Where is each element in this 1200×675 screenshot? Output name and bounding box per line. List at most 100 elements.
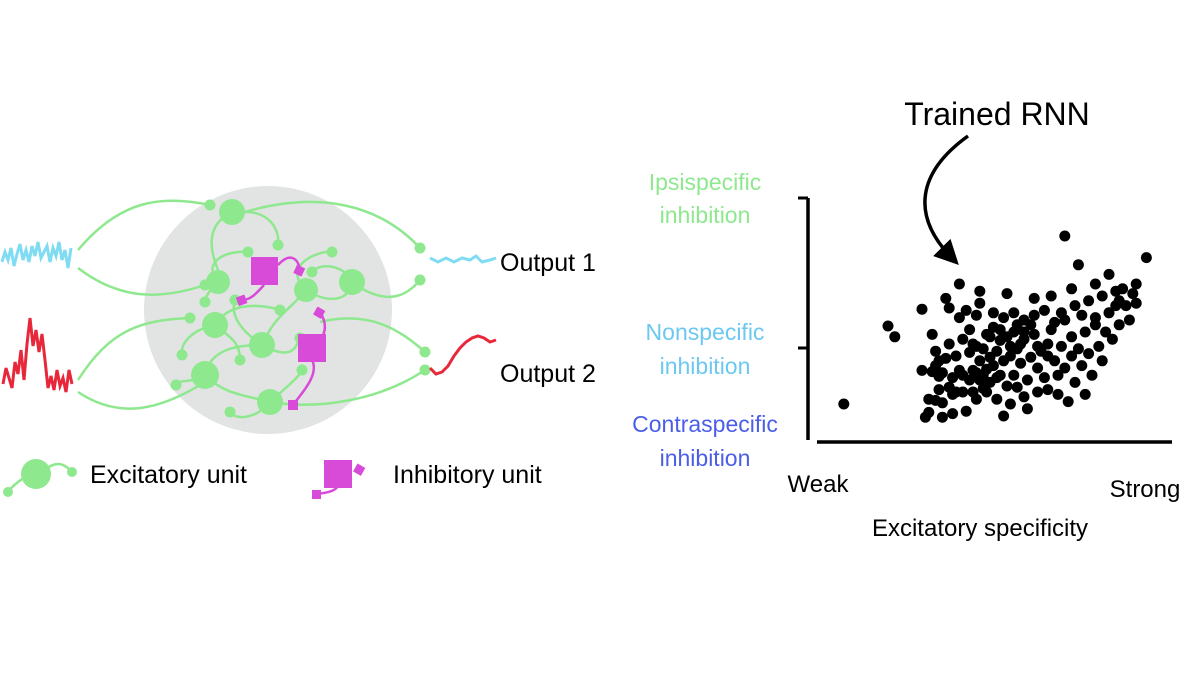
scatter-point bbox=[1096, 355, 1108, 367]
scatter-point bbox=[998, 312, 1010, 324]
scatter-point bbox=[936, 397, 948, 409]
scatter-point bbox=[984, 331, 996, 343]
scatter-point bbox=[1072, 343, 1084, 355]
scatter-point bbox=[936, 367, 948, 379]
scatter-point bbox=[964, 374, 976, 386]
scatter-point bbox=[1052, 369, 1064, 381]
scatter-point bbox=[916, 303, 928, 315]
y-tick-label: inhibition bbox=[660, 202, 751, 228]
scatter-point bbox=[1042, 338, 1054, 350]
scatter-point bbox=[1008, 369, 1020, 381]
annotation-arrow bbox=[923, 134, 970, 266]
scatter-points bbox=[838, 230, 1152, 423]
scatter-point bbox=[1076, 309, 1088, 321]
scatter-point bbox=[1079, 326, 1091, 338]
scatter-point bbox=[974, 297, 986, 309]
y-tick-label: Ipsispecific bbox=[649, 169, 761, 195]
scatter-point bbox=[970, 393, 982, 405]
output-trace-1 bbox=[429, 254, 497, 264]
scatter-point bbox=[1113, 319, 1125, 331]
rnn-network-diagram: Output 1 Output 2 bbox=[0, 186, 596, 434]
scatter-point bbox=[947, 372, 959, 384]
scatter-point bbox=[1018, 326, 1030, 338]
scatter-point bbox=[1100, 326, 1112, 338]
scatter-point bbox=[1004, 340, 1016, 352]
scatter-point bbox=[1028, 292, 1040, 304]
scatter-point bbox=[1004, 350, 1016, 362]
scatter-point bbox=[1059, 362, 1071, 374]
scatter-point bbox=[1103, 268, 1115, 280]
scatter-point bbox=[889, 331, 901, 343]
scatter-point bbox=[1089, 278, 1101, 290]
scatter-point bbox=[967, 338, 979, 350]
scatter-point bbox=[1028, 309, 1040, 321]
scatter-point bbox=[1025, 351, 1037, 363]
y-tick-label: Contraspecific bbox=[632, 411, 778, 437]
excitatory-unit-label: Excitatory unit bbox=[90, 461, 247, 489]
scatter-point bbox=[1069, 300, 1081, 312]
scatter-point bbox=[1093, 340, 1105, 352]
scatter-point bbox=[1055, 340, 1067, 352]
scatter-point bbox=[1018, 391, 1030, 403]
scatter-point bbox=[950, 350, 962, 362]
inhibitory-units bbox=[235, 257, 326, 410]
scatter-point bbox=[1066, 283, 1078, 295]
scatter-point bbox=[991, 345, 1003, 357]
scatter-point bbox=[1083, 295, 1095, 307]
scatter-point bbox=[1130, 278, 1142, 290]
scatter-point bbox=[1021, 403, 1033, 415]
scatter-point bbox=[1055, 307, 1067, 319]
scatter-point bbox=[964, 324, 976, 336]
scatter-point bbox=[943, 338, 955, 350]
input-connections bbox=[76, 199, 211, 410]
scatter-point bbox=[1004, 398, 1016, 410]
scatter-point bbox=[933, 384, 945, 396]
excitatory-unit-icon bbox=[3, 459, 77, 497]
scatter-point bbox=[1066, 331, 1078, 343]
synapse-dots bbox=[170, 199, 431, 418]
scatter-point bbox=[1072, 259, 1084, 271]
scatter-point bbox=[998, 410, 1010, 422]
y-tick-label: inhibition bbox=[660, 353, 751, 379]
scatter-point bbox=[916, 364, 928, 376]
chart-annotation: Trained RNN bbox=[904, 96, 1090, 132]
scatter-point bbox=[1032, 386, 1044, 398]
y-tick-label: Nonspecific bbox=[646, 319, 765, 345]
output-1-label: Output 1 bbox=[500, 249, 596, 277]
scatter-point bbox=[1079, 388, 1091, 400]
scatter-point bbox=[1120, 300, 1132, 312]
scatter-point bbox=[1038, 304, 1050, 316]
scatter-point bbox=[1083, 348, 1095, 360]
y-tick-label: inhibition bbox=[660, 445, 751, 471]
scatter-point bbox=[987, 307, 999, 319]
input-trace-2 bbox=[1, 317, 74, 393]
scatter-point bbox=[1110, 285, 1122, 297]
x-tick-weak: Weak bbox=[788, 471, 850, 498]
scatter-point bbox=[1096, 290, 1108, 302]
scatter-point bbox=[1123, 314, 1135, 326]
scatter-point bbox=[974, 355, 986, 367]
scatter-point bbox=[1028, 328, 1040, 340]
x-axis-label: Excitatory specificity bbox=[872, 515, 1088, 542]
output-connections bbox=[244, 200, 426, 406]
scatter-point bbox=[1032, 340, 1044, 352]
scatter-point bbox=[1032, 362, 1044, 374]
scatter-chart: Trained RNN IpsispecificinhibitionNonspe… bbox=[632, 96, 1180, 542]
scatter-point bbox=[838, 398, 850, 410]
output-2-label: Output 2 bbox=[500, 360, 596, 388]
excitatory-units bbox=[191, 199, 365, 415]
scatter-point bbox=[936, 411, 948, 423]
scatter-point bbox=[1130, 297, 1142, 309]
scatter-point bbox=[923, 406, 935, 418]
scatter-point bbox=[1042, 384, 1054, 396]
scatter-point bbox=[953, 278, 965, 290]
scatter-point bbox=[981, 386, 993, 398]
legend: Excitatory unit Inhibitory unit bbox=[3, 459, 542, 499]
input-trace-1 bbox=[0, 241, 73, 269]
scatter-point bbox=[1076, 360, 1088, 372]
scatter-point bbox=[1015, 338, 1027, 350]
scatter-point bbox=[1086, 369, 1098, 381]
scatter-point bbox=[1011, 381, 1023, 393]
scatter-point bbox=[933, 355, 945, 367]
